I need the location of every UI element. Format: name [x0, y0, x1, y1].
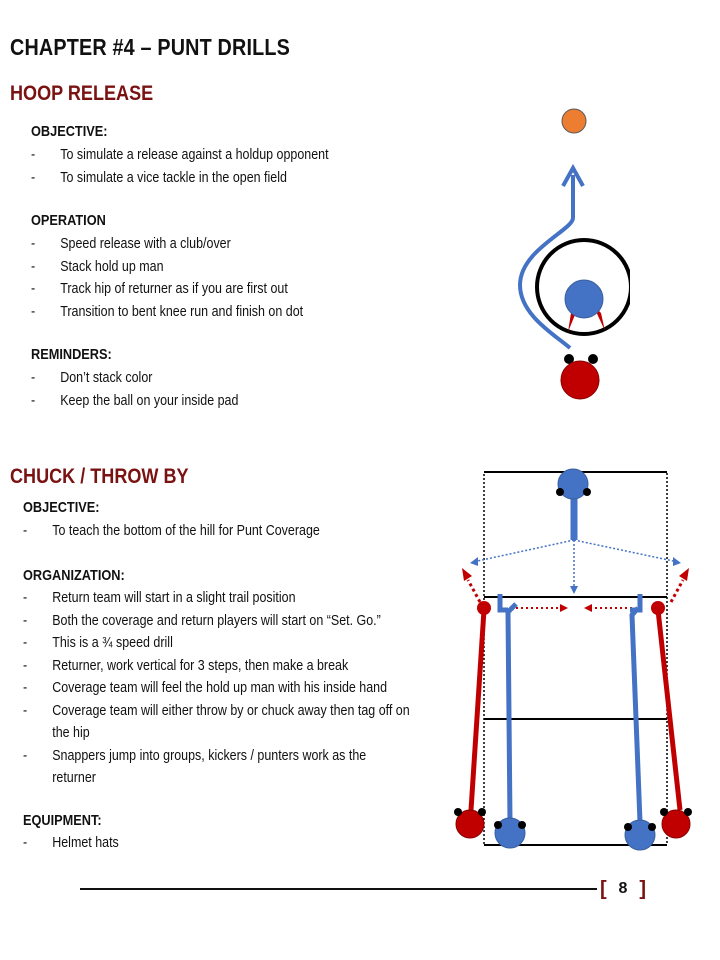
coverage-player-right [661, 809, 691, 839]
hoop-objective-list: -To simulate a release against a holdup … [31, 144, 431, 189]
drill-field-box [483, 471, 668, 846]
player-hand-dot [684, 808, 692, 816]
list-item: -Return team will start in a slight trai… [23, 587, 384, 610]
coverage-player-top-left [477, 601, 491, 615]
chuck-organization-heading: ORGANIZATION: [23, 567, 125, 584]
player-hand-dot [583, 488, 591, 496]
list-dash: - [31, 258, 36, 275]
blue-player-holdup [564, 279, 604, 319]
ball-icon [561, 108, 587, 134]
list-dash: - [23, 747, 28, 764]
player-hand-dot [518, 821, 526, 829]
list-item: -Speed release with a club/over [31, 233, 375, 256]
player-hand-dot [478, 808, 486, 816]
list-item: -This is a ¾ speed drill [23, 632, 384, 655]
coverage-path-left [468, 609, 487, 811]
coverage-player-left [455, 809, 485, 839]
list-dash: - [23, 657, 28, 674]
list-dash: - [31, 303, 36, 320]
list-dash: - [31, 392, 36, 409]
chuck-equipment-list: -Helmet hats [23, 832, 443, 855]
arrow-head-icon [560, 604, 568, 612]
chuck-objective-heading: OBJECTIVE: [23, 499, 100, 516]
list-dash: - [31, 147, 36, 163]
player-hand-dot [624, 823, 632, 831]
list-dash: - [23, 523, 28, 539]
list-item: -Stack hold up man [31, 256, 375, 279]
arrow-head-icon [561, 163, 585, 187]
list-item: -Coverage team will feel the hold up man… [23, 677, 387, 700]
player-hand-dot [660, 808, 668, 816]
list-dash: - [31, 169, 36, 186]
list-dash: - [23, 680, 28, 696]
hoop-circle [535, 238, 630, 336]
chuck-organization-list: -Return team will start in a slight trai… [23, 587, 443, 790]
hoop-objective-heading: OBJECTIVE: [31, 123, 108, 140]
player-hand-dot [564, 354, 574, 364]
hoop-reminders-heading: REMINDERS: [31, 346, 112, 363]
release-path-arrow [517, 175, 575, 350]
section-title-hoop-release: HOOP RELEASE [10, 82, 154, 105]
arrow-head-icon [584, 604, 592, 612]
hoop-release-diagram [517, 108, 630, 400]
returner-player [557, 468, 589, 500]
return-player-left [494, 817, 526, 849]
hoop-operation-heading: OPERATION [31, 212, 106, 229]
throw-by-path-left [466, 579, 482, 603]
return-path-left [497, 594, 518, 823]
page-title: CHAPTER #4 – PUNT DRILLS [10, 34, 290, 60]
player-hand-dot [494, 821, 502, 829]
list-item: -Helmet hats [23, 832, 384, 855]
list-item: -To simulate a release against a holdup … [31, 144, 375, 167]
arrow-head-icon [570, 586, 578, 594]
player-hand-dot [454, 808, 462, 816]
break-option-right [573, 539, 679, 563]
break-option-left [472, 539, 575, 563]
arrow-head-icon [462, 568, 472, 581]
page-bracket-left: [ [600, 877, 607, 900]
coverage-player-top-right [651, 601, 665, 615]
chuck-objective-list: -To teach the bottom of the hill for Pun… [23, 520, 443, 543]
list-dash: - [23, 635, 28, 651]
player-hand-dot [588, 354, 598, 364]
list-item: -Returner, work vertical for 3 steps, th… [23, 655, 384, 678]
arrow-head-icon [679, 568, 689, 581]
list-dash: - [31, 236, 36, 252]
list-dash: - [31, 370, 36, 386]
section-title-chuck-throw-by: CHUCK / THROW BY [10, 465, 189, 488]
red-player-release [560, 360, 600, 400]
coverage-path-right [655, 609, 683, 811]
list-item: -Don’t stack color [31, 367, 375, 390]
list-dash: - [23, 590, 28, 606]
list-item: -Snappers jump into groups, kickers / pu… [23, 745, 384, 790]
list-item: -To simulate a vice tackle in the open f… [31, 167, 375, 190]
chuck-equipment-heading: EQUIPMENT: [23, 812, 102, 829]
chuck-throw-by-diagram [454, 468, 692, 851]
page-number: [ 8 ] [600, 876, 646, 902]
list-dash: - [31, 281, 36, 297]
player-hand-dot [556, 488, 564, 496]
list-dash: - [23, 702, 28, 719]
arrow-head-icon [470, 557, 478, 566]
page-number-value: 8 [618, 880, 628, 897]
hoop-operation-list: -Speed release with a club/over -Stack h… [31, 233, 431, 323]
footer-rule [80, 888, 597, 890]
list-item: -Transition to bent knee run and finish … [31, 301, 375, 324]
list-dash: - [23, 835, 28, 851]
page-bracket-right: ] [639, 877, 646, 900]
arrow-head-icon [673, 557, 681, 566]
list-item: -Track hip of returner as if you are fir… [31, 278, 375, 301]
return-path-right [629, 594, 643, 823]
list-item: -Coverage team will either throw by or c… [23, 700, 410, 745]
throw-by-path-right [669, 579, 685, 603]
hoop-reminders-list: -Don’t stack color -Keep the ball on you… [31, 367, 431, 412]
return-player-right [624, 819, 656, 851]
list-item: -To teach the bottom of the hill for Pun… [23, 520, 384, 543]
list-item: -Keep the ball on your inside pad [31, 390, 375, 413]
list-item: -Both the coverage and return players wi… [23, 610, 384, 633]
list-dash: - [23, 612, 28, 629]
player-hand-dot [648, 823, 656, 831]
